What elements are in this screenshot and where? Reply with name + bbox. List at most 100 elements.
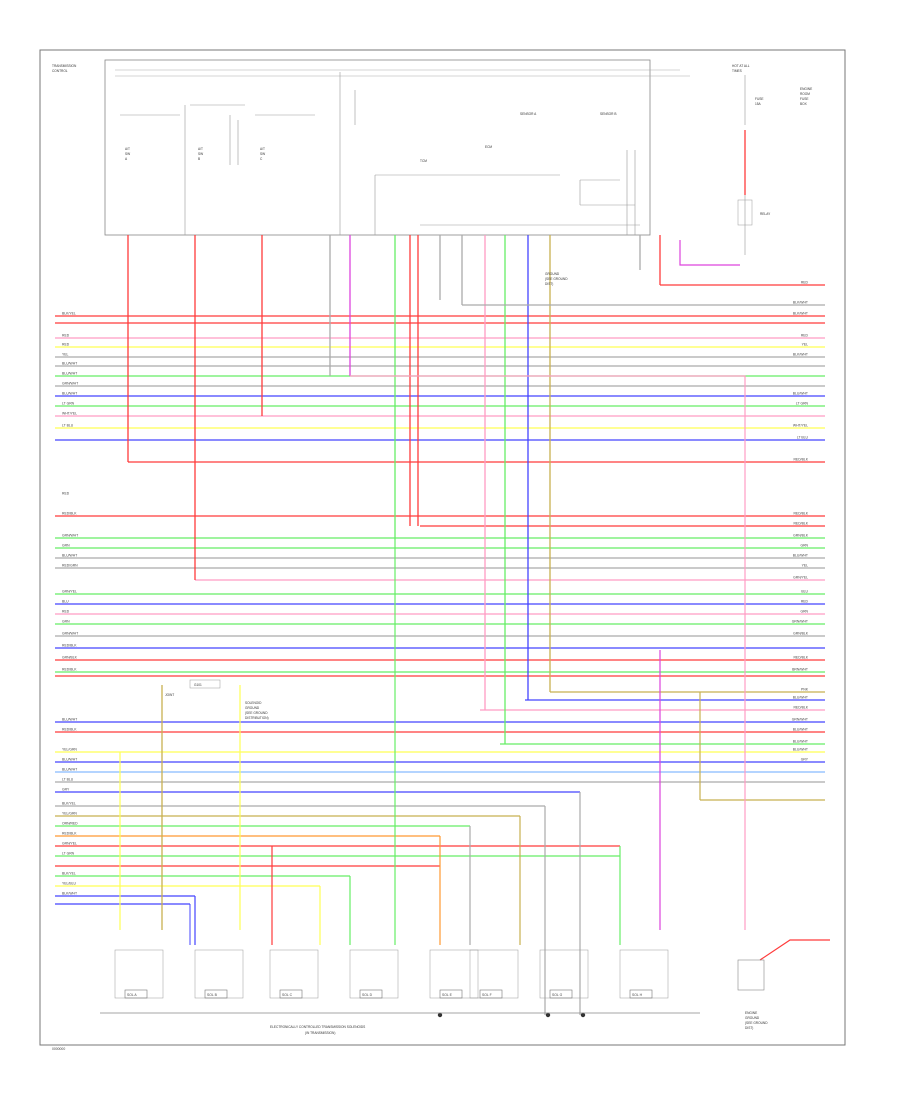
wire-label-right: GRN/WHT: [792, 718, 808, 722]
wire-label-left: RED/BLK: [62, 644, 77, 648]
solenoid: SOL C: [269, 949, 319, 999]
wire-label-right: YEL: [802, 564, 809, 568]
wire-label-left: YEL/BLU: [62, 882, 76, 886]
fuse-label: FUSE: [755, 97, 764, 101]
svg-text:GROUND: GROUND: [745, 1016, 760, 1020]
wire-label-right: RED/BLK: [793, 512, 808, 516]
wire-label-left: YEL: [62, 353, 69, 357]
wire-label-right: RED: [801, 600, 809, 604]
wire-label-left: RED: [62, 492, 70, 496]
wire-label-left: BLU/WHT: [62, 372, 77, 376]
svg-text:SW: SW: [260, 152, 265, 156]
pink-feed: [350, 375, 746, 930]
wire-label-left: BLU/WHT: [62, 362, 77, 366]
solenoid-label: SOL G: [552, 993, 563, 997]
top-left-label-1: TRANSMISSION: [52, 64, 77, 68]
wire-label-left: BLK/YEL: [62, 312, 76, 316]
sensor-b-label: SENSOR B: [600, 112, 616, 116]
tcm-box: [104, 59, 651, 236]
wire-label-left: GRN/WHT: [62, 382, 78, 386]
wire-label-left: RED/BLK: [62, 728, 77, 732]
wire-label-left: RED/BLK: [62, 668, 77, 672]
solenoid-ground-note: G101 JOINT SOLENOID GROUND (SEE GROUND D…: [165, 679, 269, 720]
svg-text:(SEE GROUND: (SEE GROUND: [745, 1021, 768, 1025]
solenoid: SOL F: [469, 949, 519, 999]
ecm-label: ECM: [485, 145, 492, 149]
svg-text:C: C: [260, 157, 263, 161]
solenoid-label: SOL H: [632, 993, 643, 997]
wire-label-left: LT GRN: [62, 852, 75, 856]
svg-text:ENGINE: ENGINE: [745, 1011, 757, 1015]
solenoid-label: SOL C: [282, 993, 293, 997]
ground-dot: [437, 1012, 443, 1018]
svg-text:(SEE GROUND: (SEE GROUND: [245, 711, 268, 715]
solenoid-row: SOL A SOL B SOL C SOL D SOL E SOL F SOL G SOL H: [114, 949, 669, 1018]
wire-label-left: RED: [62, 334, 70, 338]
wire-label-right: BRN/WHT: [792, 668, 808, 672]
svg-text:SW: SW: [198, 152, 203, 156]
wire-label-left: BLU/WHT: [62, 554, 77, 558]
solenoid: SOL H: [619, 949, 669, 999]
wire-label-right: RED/BLK: [793, 458, 808, 462]
ground-dot: [580, 1012, 586, 1018]
solenoid-label: SOL E: [442, 993, 453, 997]
midbox-label: G101: [194, 683, 202, 687]
wire-label-right: RED/BLK: [793, 656, 808, 660]
svg-text:B: B: [198, 157, 200, 161]
solenoid: SOL B: [194, 949, 244, 999]
wire-label-right: BLU/WHT: [793, 748, 808, 752]
wire-label-right: GRN: [800, 610, 808, 614]
wire-label-right: GRN/BLK: [793, 632, 809, 636]
svg-text:ROOM: ROOM: [800, 92, 810, 96]
wire-label-left: BLK/YEL: [62, 802, 76, 806]
solenoid: SOL D: [349, 949, 399, 999]
relay-label: RELAY: [760, 212, 771, 216]
wire-label-right: YEL: [802, 343, 809, 347]
wire-label-right: RED/BLK: [793, 706, 808, 710]
ground-note-2: (SEE GROUND: [545, 277, 568, 281]
wire-label-right: BLU/WHT: [793, 740, 808, 744]
side-label-1: ENGINE: [800, 87, 812, 91]
svg-text:15A: 15A: [755, 102, 762, 106]
wire-label-left: LT BLU: [62, 424, 74, 428]
tcm-inner-label: TCM: [420, 159, 427, 163]
svg-text:DIST): DIST): [745, 1026, 753, 1030]
wire-layer: [55, 130, 830, 1015]
sw3-label: A/T: [260, 147, 265, 151]
outer-frame: [39, 49, 846, 1046]
wire-label-right: LT BLU: [797, 436, 809, 440]
wire-label-right: PNK: [801, 688, 809, 692]
wire-label-right: BLK/WHT: [793, 353, 808, 357]
switch-group: A/T SW A A/T SW B A/T SW C: [120, 72, 356, 235]
wire-label-right: GRN/BLK: [793, 534, 809, 538]
ground-red: [759, 939, 830, 961]
wire-label-right: LT GRN: [796, 402, 809, 406]
solenoid-label: SOL A: [127, 993, 137, 997]
wire-label-left: YEL/GRN: [62, 812, 77, 816]
engine-ground: ENGINE GROUND (SEE GROUND DIST): [737, 959, 768, 1030]
solenoid: SOL E: [429, 949, 479, 999]
bottom-caption-2: (IN TRANSMISSION): [305, 1031, 335, 1035]
wire-label-left: BLU/WHT: [62, 392, 77, 396]
wire-label-right: RED: [801, 281, 809, 285]
wire-label-left: LT GRN: [62, 402, 75, 406]
wire-label-right: WHT/YEL: [793, 424, 808, 428]
solenoid-label: SOL F: [482, 993, 492, 997]
wire-label-layer: BLK/YEL RED RED YEL BLU/WHT BLU/WHT GRN/WHT BLU…: [62, 281, 809, 896]
wire-label-left: BLK/YEL: [62, 872, 76, 876]
wire-label-right: BLU/WHT: [793, 554, 808, 558]
wire-label-right: GRN/WHT: [792, 620, 808, 624]
solenoid-label: SOL D: [362, 993, 373, 997]
right-top-label-1: HOT AT ALL: [732, 64, 750, 68]
ground-note-3: DIST): [545, 282, 553, 286]
wire-label-left: RED/BLK: [62, 512, 77, 516]
page-code: 0000000: [52, 1047, 65, 1051]
wire-label-left: LT BLU: [62, 778, 74, 782]
wire-label-left: GRN: [62, 544, 70, 548]
ground-note-1: GROUND: [545, 272, 560, 276]
wire-label-right: BLK/WHT: [793, 301, 808, 305]
svg-text:BOX: BOX: [800, 102, 808, 106]
wire-label-right: BLU/WHT: [793, 392, 808, 396]
ground-dot: [545, 1012, 551, 1018]
